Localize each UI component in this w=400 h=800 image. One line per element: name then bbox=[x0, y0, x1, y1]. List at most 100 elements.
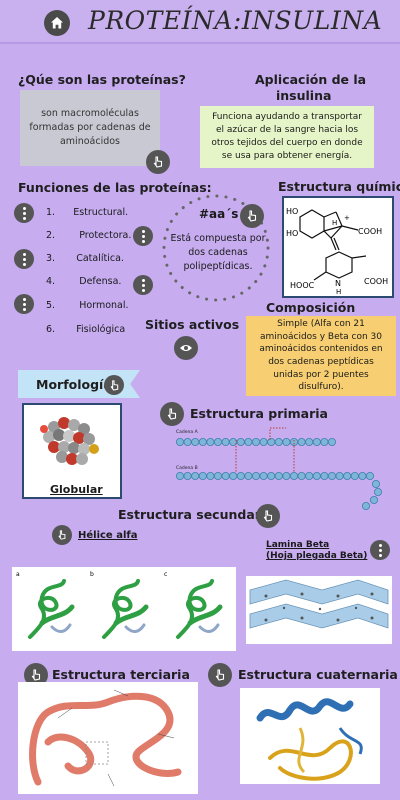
amino-acid-bead bbox=[327, 437, 336, 446]
cuaternaria-image bbox=[240, 688, 380, 784]
more-vertical-icon bbox=[22, 206, 26, 220]
funciones-heading: Funciones de las proteínas: bbox=[18, 180, 212, 195]
amino-acid-bead bbox=[176, 472, 184, 481]
chain-b-label: Cadena B bbox=[176, 466, 198, 471]
lamina-more-button[interactable] bbox=[370, 540, 390, 560]
aa-hand-button[interactable] bbox=[240, 204, 264, 228]
amino-acid-bead bbox=[259, 437, 268, 446]
funcion-item-2: 2. Protectora. bbox=[46, 230, 132, 241]
amino-acid-bead bbox=[198, 472, 207, 481]
funcion-item-6: 6. Fisiológica bbox=[46, 324, 126, 335]
composicion-card: Simple (Alfa con 21 aminoácidos y Beta c… bbox=[246, 316, 396, 396]
globular-protein-drawing bbox=[40, 417, 99, 465]
chem-label-hooc: HOOC bbox=[290, 281, 315, 290]
lamina-beta-link-line2[interactable]: (Hoja plegada Beta) bbox=[266, 551, 368, 561]
home-icon bbox=[51, 17, 63, 29]
amino-acid-bead bbox=[312, 472, 321, 481]
globular-image: Globular bbox=[22, 403, 122, 499]
amino-acid-bead bbox=[191, 437, 200, 446]
more-vertical-icon bbox=[22, 252, 26, 266]
funcion-item-4: 4. Defensa. bbox=[46, 276, 122, 287]
amino-acid-bead bbox=[373, 488, 382, 497]
hand-pointer-icon bbox=[263, 510, 273, 522]
amino-acid-bead bbox=[361, 502, 370, 511]
amino-acid-bead bbox=[343, 472, 352, 481]
amino-acid-bead bbox=[183, 472, 192, 481]
primaria-heading: Estructura primaria bbox=[190, 406, 328, 421]
amino-acid-bead bbox=[290, 472, 299, 481]
amino-acid-bead bbox=[358, 472, 367, 481]
secundaria-heading: Estructura secundaria bbox=[118, 507, 274, 522]
eye-icon bbox=[180, 345, 192, 351]
amino-acid-bead bbox=[214, 437, 223, 446]
hand-pointer-icon bbox=[110, 379, 118, 391]
helix-panels-drawing: a b c bbox=[16, 571, 223, 639]
helice-hand-button[interactable] bbox=[52, 525, 72, 545]
estructura-quimica-heading: Estructura química bbox=[278, 179, 400, 194]
amino-acid-bead bbox=[350, 472, 359, 481]
helice-alfa-image: a b c bbox=[12, 567, 236, 651]
aplicacion-heading-line1: Aplicación de la bbox=[255, 72, 367, 87]
terciaria-image bbox=[18, 682, 198, 794]
primary-structure-chains bbox=[176, 427, 382, 511]
cuaternaria-hand-button[interactable] bbox=[208, 663, 232, 687]
chem-label-plus: + bbox=[344, 214, 350, 222]
primaria-hand-button[interactable] bbox=[160, 402, 184, 426]
funciones-more-button-4[interactable] bbox=[133, 226, 153, 246]
que-son-heading: ¿Qúe son las proteínas? bbox=[18, 72, 186, 87]
amino-acid-bead bbox=[206, 437, 215, 446]
amino-acid-bead bbox=[236, 437, 245, 446]
aa-text: Está compuesta por dos cadenas polipeptí… bbox=[170, 233, 266, 272]
amino-acid-bead bbox=[267, 472, 276, 481]
chain-a-label: Cadena A bbox=[176, 430, 198, 435]
cuaternaria-heading: Estructura cuaternaria bbox=[238, 667, 398, 682]
page-title: PROTEÍNA:INSULINA bbox=[88, 6, 383, 35]
helice-alfa-link[interactable]: Hélice alfa bbox=[78, 530, 138, 541]
more-vertical-icon bbox=[141, 229, 145, 243]
amino-acid-bead bbox=[335, 472, 344, 481]
que-son-hand-button[interactable] bbox=[146, 150, 170, 174]
amino-acid-bead bbox=[244, 472, 253, 481]
secundaria-hand-button[interactable] bbox=[256, 504, 280, 528]
amino-acid-bead bbox=[320, 472, 329, 481]
funciones-more-button-1[interactable] bbox=[14, 203, 34, 223]
sitios-activos-eye-button[interactable] bbox=[174, 336, 198, 360]
lamina-beta-link-line1[interactable]: Lamina Beta bbox=[266, 540, 330, 550]
helix-panel-a-label: a bbox=[16, 571, 20, 578]
aa-dotted-ring bbox=[162, 194, 270, 302]
amino-acid-bead bbox=[369, 496, 378, 505]
amino-acid-bead bbox=[312, 437, 321, 446]
morfologia-heading: Morfología bbox=[36, 377, 112, 392]
amino-acid-bead bbox=[198, 437, 207, 446]
amino-acid-bead bbox=[282, 472, 291, 481]
amino-acid-bead bbox=[229, 437, 238, 446]
amino-acid-bead bbox=[327, 472, 336, 481]
amino-acid-bead bbox=[297, 472, 306, 481]
funciones-more-button-5[interactable] bbox=[133, 275, 153, 295]
hand-pointer-icon bbox=[247, 210, 257, 222]
amino-acid-bead bbox=[290, 437, 299, 446]
amino-acid-bead bbox=[267, 437, 276, 446]
amino-acid-bead bbox=[191, 472, 200, 481]
hand-pointer-icon bbox=[153, 156, 163, 168]
amino-acid-bead bbox=[244, 437, 253, 446]
amino-acid-bead bbox=[221, 472, 230, 481]
amino-acid-bead bbox=[214, 472, 223, 481]
funcion-item-5: 5. Hormonal. bbox=[46, 300, 129, 311]
amino-acid-bead bbox=[371, 480, 380, 489]
funcion-item-3: 3. Catalítica. bbox=[46, 253, 124, 264]
amino-acid-bead bbox=[320, 437, 329, 446]
home-button[interactable] bbox=[44, 10, 70, 36]
hand-pointer-icon bbox=[31, 669, 41, 681]
morfologia-hand-button[interactable] bbox=[104, 375, 124, 395]
funciones-more-button-3[interactable] bbox=[14, 294, 34, 314]
tertiary-structure-drawing bbox=[29, 689, 182, 787]
amino-acid-bead bbox=[252, 437, 261, 446]
more-vertical-icon bbox=[141, 278, 145, 292]
funciones-more-button-2[interactable] bbox=[14, 249, 34, 269]
amino-acid-bead bbox=[274, 437, 283, 446]
quaternary-structure-drawing bbox=[256, 698, 363, 781]
globular-link[interactable]: Globular bbox=[50, 483, 103, 496]
amino-acid-bead bbox=[305, 437, 314, 446]
chem-label-cooh1: COOH bbox=[358, 227, 382, 236]
